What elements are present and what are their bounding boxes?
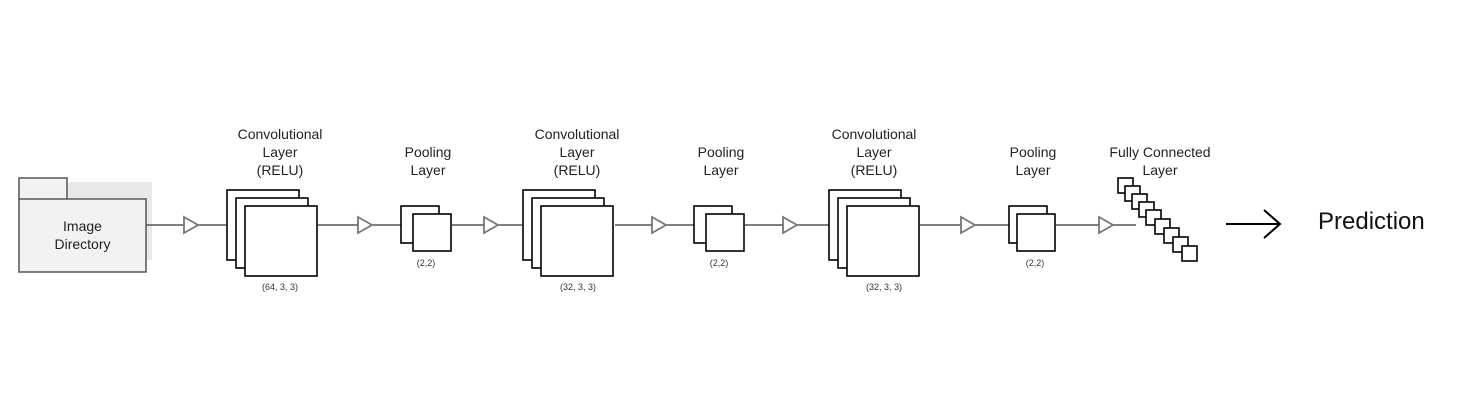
output-arrow-icon xyxy=(1226,209,1282,239)
pool-layer-2-stack xyxy=(693,205,745,252)
conv-layer-1-stack xyxy=(226,189,318,277)
flow-arrow-icon xyxy=(483,215,500,235)
pool-layer-3-title: Pooling Layer xyxy=(1009,144,1057,178)
conv-layer-3-title: Convolutional Layer (RELU) xyxy=(831,126,917,178)
pool-layer-3-params: (2,2) xyxy=(1025,258,1045,268)
image-directory-label-line2: Directory xyxy=(54,236,111,252)
flow-arrow-icon xyxy=(1098,215,1115,235)
conv-layer-3-stack xyxy=(828,189,920,277)
pool-layer-2-title: Pooling Layer xyxy=(697,144,745,178)
conv-layer-1-title: Convolutional Layer (RELU) xyxy=(237,126,323,178)
flow-arrow-icon xyxy=(183,215,200,235)
conv-layer-1-params: (64, 3, 3) xyxy=(261,282,299,292)
pool-layer-2-params: (2,2) xyxy=(709,258,729,268)
prediction-label: Prediction xyxy=(1318,208,1425,235)
flow-arrow-icon xyxy=(782,215,799,235)
flow-arrow-icon xyxy=(651,215,668,235)
flow-arrow-icon xyxy=(960,215,977,235)
fully-connected-layer-title: Fully Connected Layer xyxy=(1109,144,1211,178)
pool-layer-1-title: Pooling Layer xyxy=(404,144,452,178)
pool-layer-1-params: (2,2) xyxy=(416,258,436,268)
fully-connected-layer-nodes xyxy=(1117,177,1198,262)
image-directory-folder xyxy=(18,177,152,273)
flow-arrows xyxy=(183,215,1115,235)
flow-arrow-icon xyxy=(357,215,374,235)
conv-layer-3-params: (32, 3, 3) xyxy=(865,282,903,292)
pool-layer-3-stack xyxy=(1008,205,1056,252)
pool-layer-1-stack xyxy=(400,205,452,252)
conv-layer-2-stack xyxy=(522,189,614,277)
conv-layer-2-title: Convolutional Layer (RELU) xyxy=(534,126,620,178)
conv-layer-2-params: (32, 3, 3) xyxy=(559,282,597,292)
image-directory-label-line1: Image xyxy=(63,218,102,234)
image-directory-label: Image Directory xyxy=(19,217,146,253)
